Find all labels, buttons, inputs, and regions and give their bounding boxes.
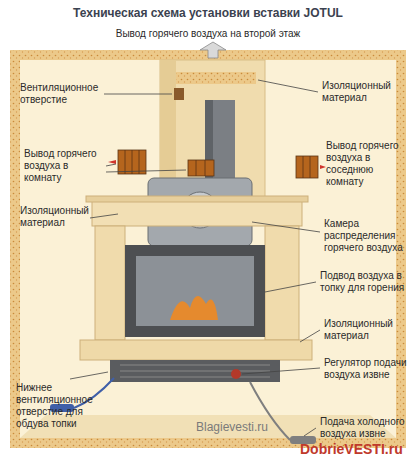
callout-label: Вентиляционное отверстие (20, 82, 104, 106)
callout-label: Вывод горячего воздуха на второй этаж (60, 28, 356, 40)
callout-label: Подвод воздуха в топку для горения (320, 270, 410, 294)
watermark: Blagievesti.ru (196, 420, 268, 434)
callout-label: Регулятор подачи воздуха извне (324, 357, 410, 381)
callout-label: Изоляционный материал (322, 80, 408, 104)
watermark: DobrieVESTI.ru (300, 441, 403, 458)
callout-label: Изоляционный материал (324, 318, 410, 342)
callout-label: Камера распределения горячего воздуха (324, 218, 410, 254)
callout-label: Изоляционный материал (20, 205, 90, 229)
callout-label: Вывод горячего воздуха в соседнюю комнат… (326, 140, 410, 188)
callout-label: Нижнее вентиляционное отверстие для обду… (16, 382, 112, 430)
callout-label: Вывод горячего воздуха в комнату (24, 148, 106, 184)
callout-label: Подача холодного воздуха извне (320, 416, 410, 440)
diagram-title: Техническая схема установки вставки JOTU… (73, 6, 343, 20)
